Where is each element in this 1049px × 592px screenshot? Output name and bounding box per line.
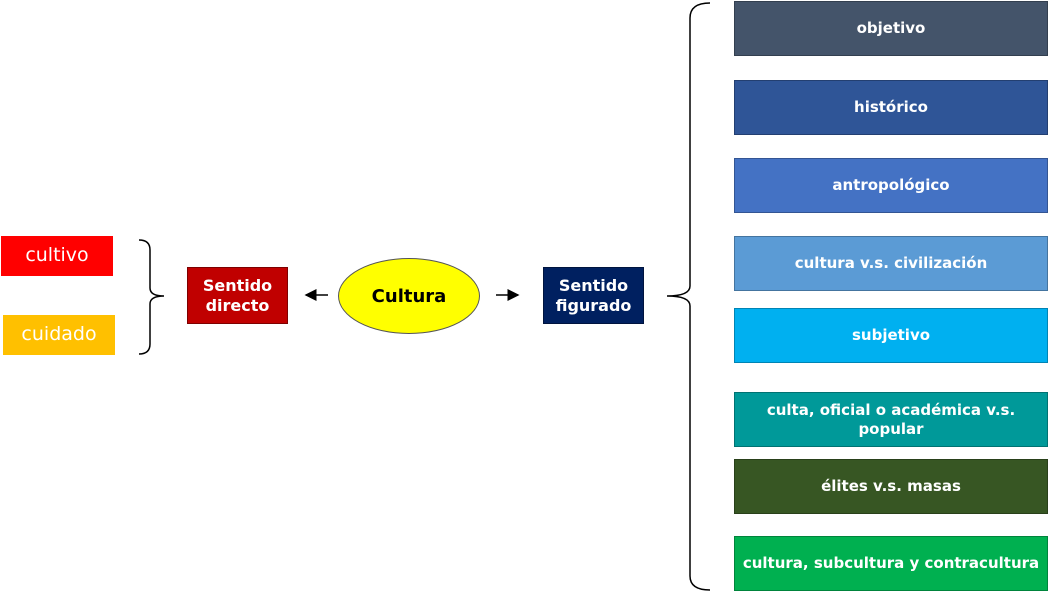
sentido-figurado-label: Sentido figurado [555,275,632,315]
sentido-directo-box: Sentido directo [187,267,288,324]
sentido-figurado-box: Sentido figurado [543,267,644,324]
left-brace [138,239,165,355]
cultivo-label: cultivo [25,244,89,267]
objetivo-label: objetivo [856,19,926,38]
cultivo-box: cultivo [1,236,113,276]
subjetivo-label: subjetivo [851,326,931,345]
sentido-directo-label: Sentido directo [202,275,273,315]
subcultura-contracultura-box: cultura, subcultura y contracultura [734,536,1048,591]
historico-box: histórico [734,80,1048,135]
cultura-ellipse: Cultura [338,258,480,334]
cuidado-box: cuidado [3,315,115,355]
cultura-vs-civilizacion-box: cultura v.s. civilización [734,236,1048,291]
subcultura-contracultura-label: cultura, subcultura y contracultura [742,554,1040,573]
right-brace [666,2,711,591]
elites-vs-masas-label: élites v.s. masas [821,477,961,496]
objetivo-box: objetivo [734,1,1048,56]
cultura-vs-civilizacion-label: cultura v.s. civilización [794,254,988,273]
antropologico-box: antropológico [734,158,1048,213]
cultura-label: Cultura [371,285,447,307]
culta-vs-popular-box: culta, oficial o académica v.s. popular [734,392,1048,447]
historico-label: histórico [854,98,928,117]
antropologico-label: antropológico [832,176,950,195]
culta-vs-popular-label: culta, oficial o académica v.s. popular [766,400,1016,438]
elites-vs-masas-box: élites v.s. masas [734,459,1048,514]
cuidado-label: cuidado [21,323,97,346]
subjetivo-box: subjetivo [734,308,1048,363]
